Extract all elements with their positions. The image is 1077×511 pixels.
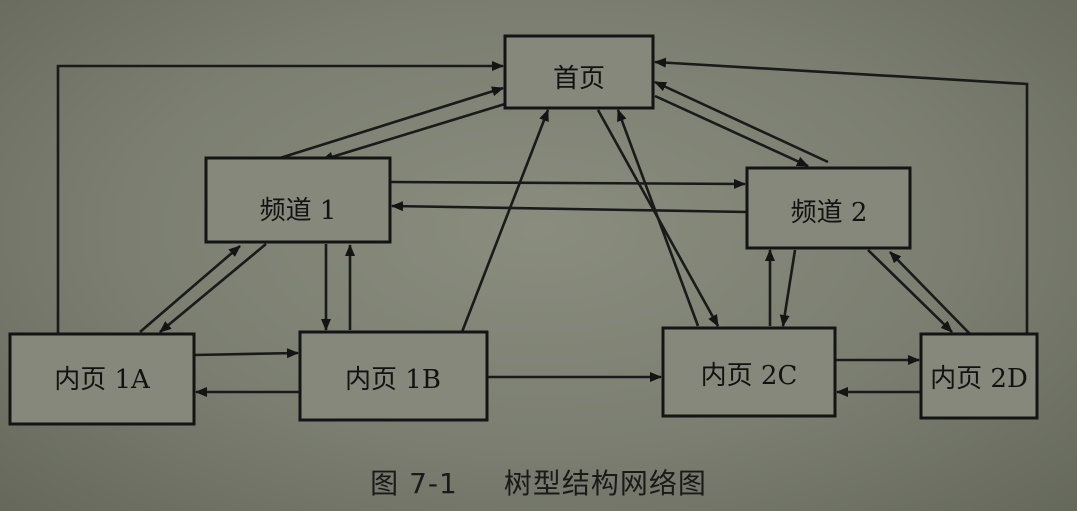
node-page-1a-label: 内页 1A xyxy=(54,365,151,395)
edge-channel-2-to-2d xyxy=(867,249,953,333)
node-page-2c-label: 内页 2C xyxy=(701,361,798,391)
edge-2d-to-channel-2 xyxy=(889,251,971,335)
edge-2d-to-home-outer xyxy=(654,57,1029,334)
edge-channel-1-to-1a xyxy=(159,242,267,334)
figure-caption: 图 7-1 树型结构网络图 xyxy=(0,462,1077,502)
node-channel-1-label: 频道 1 xyxy=(260,196,337,226)
node-page-1b-label: 内页 1B xyxy=(345,365,441,395)
node-page-1a-box xyxy=(8,332,196,426)
node-page-1b-box xyxy=(298,330,489,422)
node-page-2c-box xyxy=(661,326,837,418)
edge-1b-to-home xyxy=(460,109,550,333)
edge-channel-2-to-home xyxy=(654,80,829,164)
node-channel-1-box xyxy=(204,156,392,244)
node-home-box xyxy=(503,34,655,110)
structure-diagram: 首页 频道 1 频道 2 内页 1A 内页 1B 内页 2C 内页 2D xyxy=(8,34,1039,426)
figure-number: 图 7-1 xyxy=(370,467,458,500)
node-page-2d: 内页 2D xyxy=(919,332,1039,420)
node-page-1b: 内页 1B xyxy=(298,330,489,422)
edge-channel-1-to-channel-2 xyxy=(389,178,746,189)
figure-title: 树型结构网络图 xyxy=(503,467,707,500)
node-channel-1: 频道 1 xyxy=(204,156,392,244)
node-channel-2: 频道 2 xyxy=(745,166,912,250)
node-channel-2-box xyxy=(745,166,912,250)
edges xyxy=(56,57,1029,397)
node-home: 首页 xyxy=(503,34,655,110)
edge-1a-to-channel-1 xyxy=(139,245,241,333)
edge-home-to-channel-2 xyxy=(654,94,809,168)
node-page-1a: 内页 1A xyxy=(8,332,196,426)
node-page-2d-box xyxy=(919,332,1039,420)
edge-home-to-channel-1 xyxy=(321,102,506,162)
node-page-2d-label: 内页 2D xyxy=(930,364,1028,394)
edge-channel-1-to-home xyxy=(279,86,504,160)
edge-2c-to-home xyxy=(616,109,700,327)
node-channel-2-label: 频道 2 xyxy=(791,198,868,228)
edge-channel-2-to-2c xyxy=(779,249,797,327)
edge-1a-to-home-outer xyxy=(56,61,504,334)
edge-channel-2-to-channel-1 xyxy=(391,201,748,214)
node-page-2c: 内页 2C xyxy=(661,326,837,418)
node-home-label: 首页 xyxy=(553,64,605,94)
edge-1a-to-1b xyxy=(193,348,299,359)
